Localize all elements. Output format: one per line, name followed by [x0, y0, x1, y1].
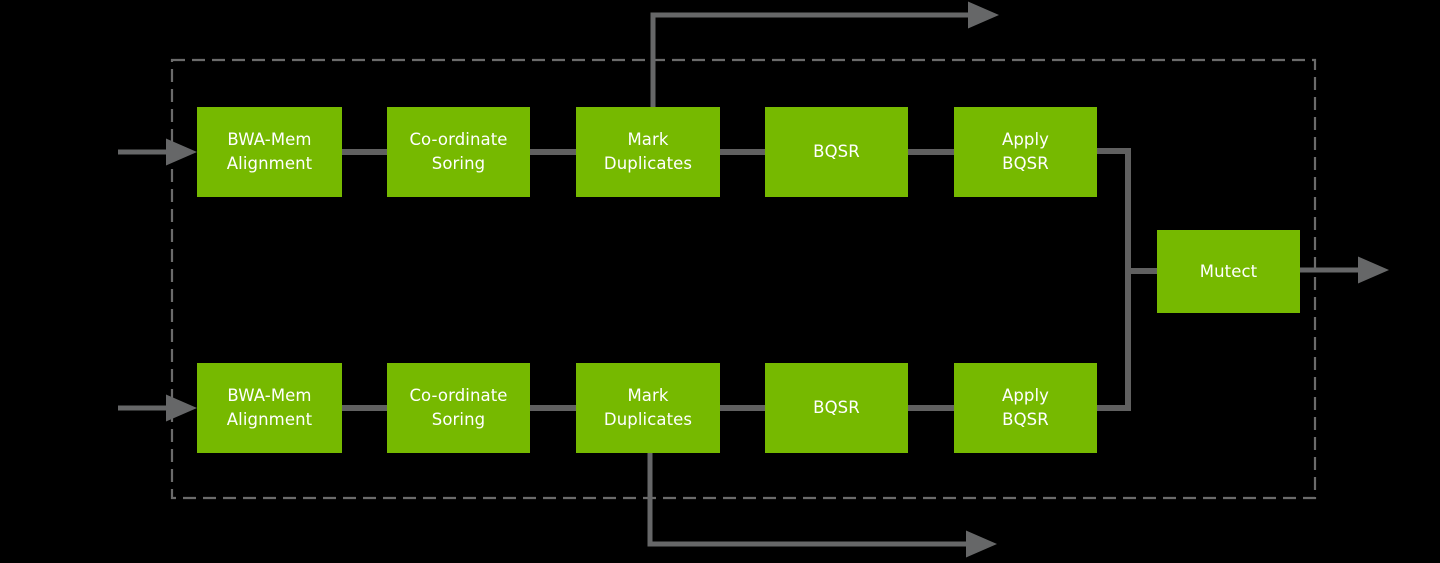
mark-duplicates-top-branch-out: [650, 1, 999, 107]
mark-duplicates-bottom-branch-out: [647, 453, 997, 558]
node-mark-duplicates-bottom[interactable]: Mark Duplicates: [576, 363, 720, 453]
node-mark-duplicates-top[interactable]: Mark Duplicates: [576, 107, 720, 197]
node-apply-bqsr-top[interactable]: Apply BQSR: [954, 107, 1097, 197]
node-bqsr-top[interactable]: BQSR: [765, 107, 908, 197]
node-co-ordinate-soring-bottom[interactable]: Co-ordinate Soring: [387, 363, 530, 453]
node-co-ordinate-soring-top[interactable]: Co-ordinate Soring: [387, 107, 530, 197]
node-mutect[interactable]: Mutect: [1157, 230, 1300, 313]
apply-bqsr-bottom-to-mutect: [1097, 271, 1131, 411]
apply-bqsr-top-to-mutect: [1097, 148, 1131, 271]
node-bwa-mem-alignment-bottom[interactable]: BWA-Mem Alignment: [197, 363, 342, 453]
pipeline-boundary: [170, 58, 1317, 500]
node-bqsr-bottom[interactable]: BQSR: [765, 363, 908, 453]
node-bwa-mem-alignment-top[interactable]: BWA-Mem Alignment: [197, 107, 342, 197]
node-apply-bqsr-bottom[interactable]: Apply BQSR: [954, 363, 1097, 453]
